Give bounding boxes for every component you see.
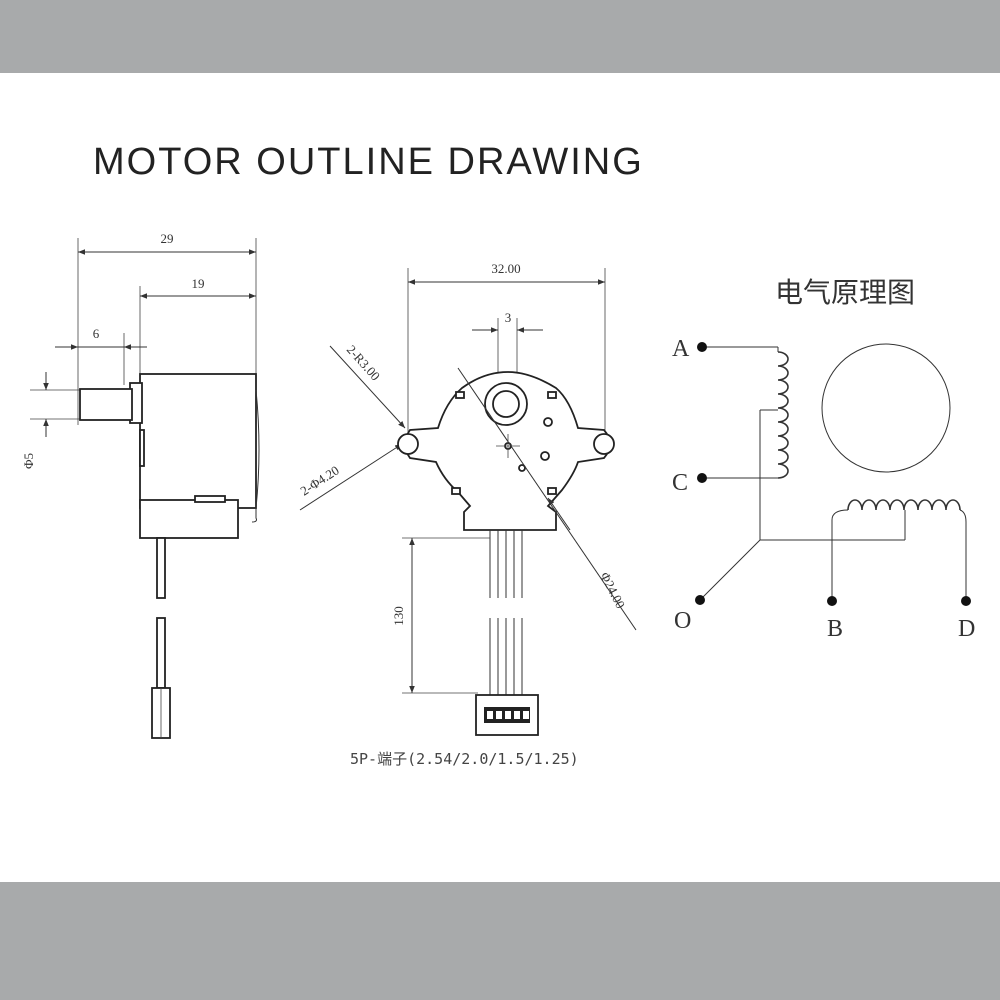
drawing-title: MOTOR OUTLINE DRAWING [93, 141, 644, 183]
lead-wires [489, 530, 523, 695]
schematic-title: 电气原理图 [775, 276, 915, 309]
winding-b-d [847, 499, 961, 511]
motor-body-side [139, 373, 257, 509]
terminal-o-label: O [674, 608, 691, 634]
dim-shaft-flat: 3 [505, 310, 512, 325]
terminal-c-label: C [672, 470, 688, 496]
dim-overall-length: 29 [161, 231, 174, 246]
terminal-d-label: D [958, 616, 975, 642]
connector-label: 5P-端子(2.54/2.0/1.5/1.25) [350, 750, 579, 768]
dim-shaft-length: 6 [93, 326, 100, 341]
motor-base-side [139, 499, 239, 539]
winding-a-c [777, 351, 789, 479]
dim-body-diameter: Φ24.00 [597, 570, 628, 611]
shaft-side [79, 388, 133, 421]
dim-body-length: 19 [192, 276, 205, 291]
dim-shaft-diameter: Φ5 [21, 453, 36, 469]
wiring-schematic: 电气原理图 A C O B D [672, 276, 975, 642]
terminal-b-label: B [827, 616, 843, 642]
dim-mount-spacing: 32.00 [491, 261, 520, 276]
rotor-circle [821, 343, 951, 473]
dim-radius: 2-R3.00 [344, 342, 383, 383]
dim-hole: 2-Φ4.20 [297, 462, 341, 498]
bottom-gray-band [0, 882, 1000, 1000]
dim-lead-length: 130 [391, 606, 406, 626]
top-gray-band [0, 0, 1000, 73]
side-view: 29 19 6 Φ5 [21, 231, 260, 739]
terminal-a-label: A [672, 336, 690, 362]
front-view: 32.00 3 2-R3.00 2-Φ4.20 Φ24.00 [297, 261, 637, 768]
